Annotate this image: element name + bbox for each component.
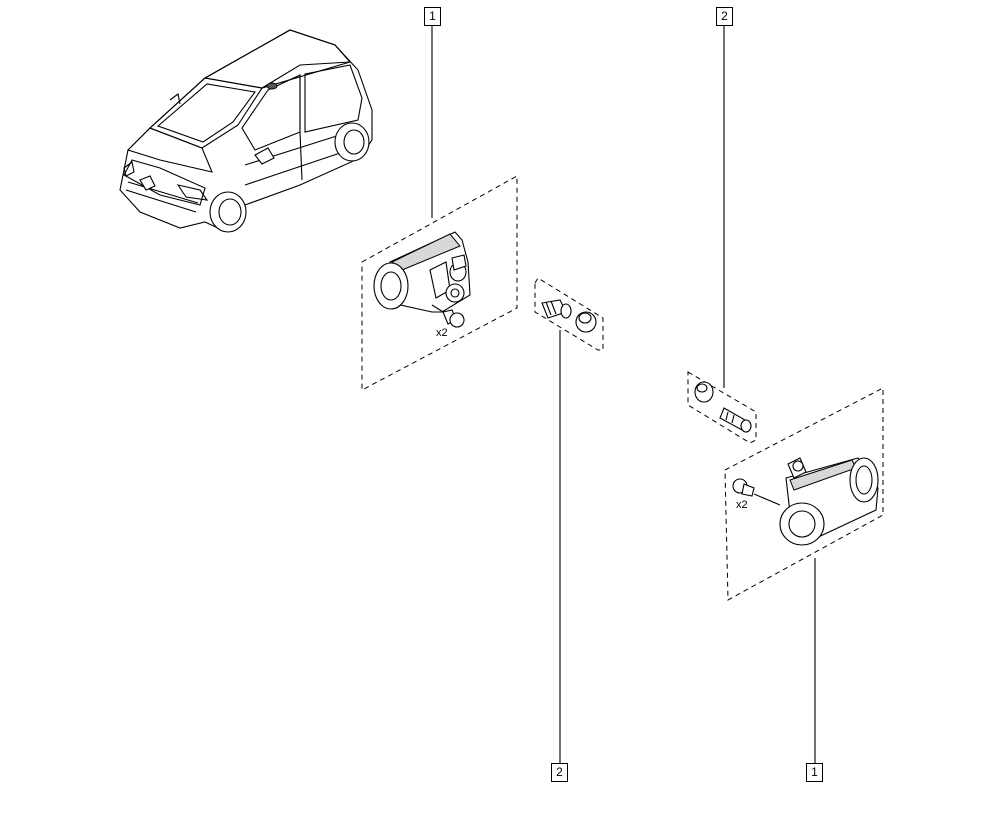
- right-bleed-screw-kit: [694, 381, 752, 433]
- left-wheel-cylinder: [373, 231, 471, 313]
- right-wheel-cylinder: [779, 457, 879, 546]
- middle-bleed-screw-kit: [541, 299, 597, 333]
- left-fixing-screw: [431, 304, 465, 328]
- right-screw-quantity: x2: [736, 499, 748, 511]
- left-screw-quantity: x2: [436, 327, 448, 339]
- dashed-groups: [361, 175, 884, 601]
- car-illustration: [119, 29, 373, 233]
- leader-lines: [431, 25, 816, 763]
- right-fixing-screw: [732, 478, 781, 506]
- callout-part-2-bottom: 2: [551, 763, 568, 782]
- callout-part-2-top: 2: [716, 7, 733, 26]
- callout-part-1-bottom: 1: [806, 763, 823, 782]
- callout-part-1-top: 1: [424, 7, 441, 26]
